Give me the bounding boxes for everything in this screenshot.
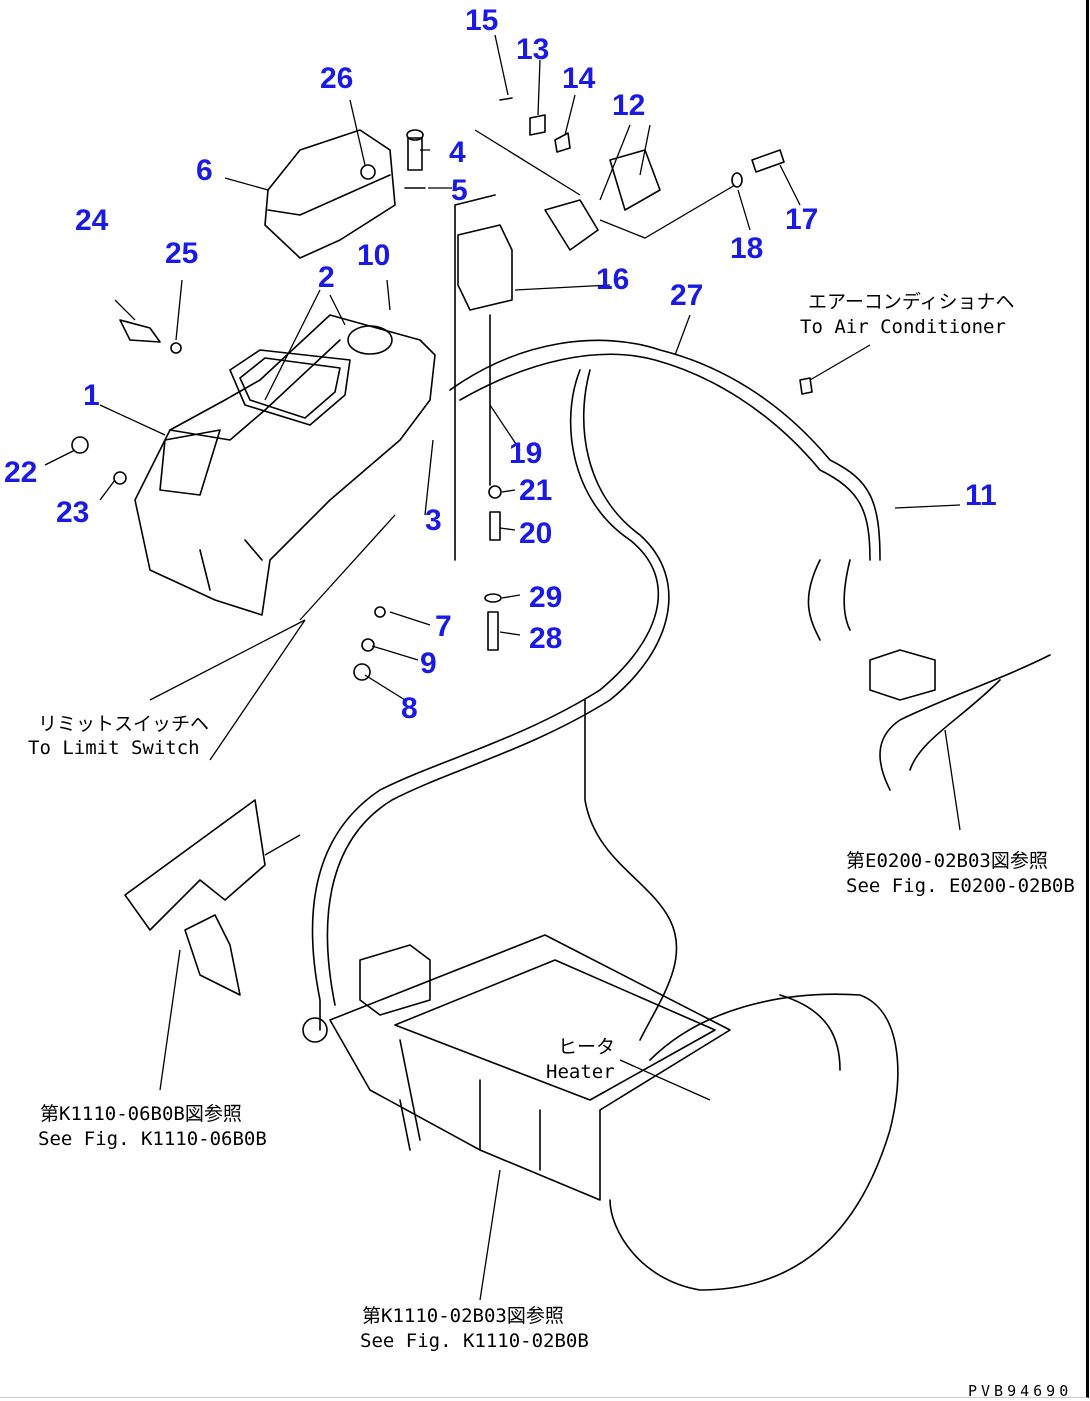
- note-limit-switch-en: To Limit Switch: [28, 737, 200, 759]
- callout-21: 21: [519, 474, 552, 507]
- callout-10: 10: [357, 239, 390, 272]
- limit-switch-bracket: [124, 799, 301, 996]
- callout-7: 7: [435, 610, 452, 643]
- wire-harness: [311, 339, 1051, 1041]
- callout-16: 16: [596, 263, 629, 296]
- callout-24: 24: [75, 204, 109, 237]
- note-heater-jp: ヒータ: [558, 1036, 615, 1058]
- callout-2: 2: [318, 261, 335, 294]
- callout-1: 1: [83, 379, 100, 412]
- callout-6: 6: [196, 154, 213, 187]
- callout-22: 22: [4, 456, 37, 489]
- note-fig-k1110-02-en: See Fig. K1110-02B0B: [360, 1330, 589, 1352]
- callout-3: 3: [425, 504, 442, 537]
- callout-13: 13: [516, 33, 549, 66]
- note-air-conditioner-en: To Air Conditioner: [800, 316, 1006, 338]
- callout-18: 18: [730, 232, 763, 265]
- leader-lines: [44, 34, 961, 1301]
- reference-notes: エアーコンディショナヘ To Air Conditioner リミットスイッチヘ…: [28, 291, 1075, 1400]
- callout-12: 12: [612, 89, 645, 122]
- callout-27: 27: [670, 279, 703, 312]
- note-heater-en: Heater: [546, 1061, 615, 1083]
- callout-8: 8: [401, 692, 418, 725]
- callout-labels: 1 2 3 4 5 6 7 8 9 10 11 12 13 14 15 16 1…: [4, 4, 997, 725]
- note-fig-e0200-jp: 第E0200-02B03図参照: [846, 850, 1048, 872]
- callout-5: 5: [451, 174, 468, 207]
- clips: [474, 97, 785, 251]
- bracket: [71, 129, 513, 681]
- drawing-code: PVB94690: [968, 1382, 1072, 1400]
- note-fig-k1110-06-jp: 第K1110-06B0B図参照: [40, 1103, 242, 1125]
- callout-9: 9: [420, 647, 437, 680]
- callout-26: 26: [320, 62, 353, 95]
- note-fig-k1110-06-en: See Fig. K1110-06B0B: [38, 1128, 267, 1150]
- callout-14: 14: [562, 62, 596, 95]
- callout-4: 4: [449, 136, 466, 169]
- cover: [264, 129, 396, 259]
- callout-11: 11: [965, 479, 997, 512]
- note-fig-e0200-en: See Fig. E0200-02B0B: [846, 875, 1075, 897]
- note-limit-switch-jp: リミットスイッチヘ: [38, 713, 209, 735]
- callout-19: 19: [509, 437, 542, 470]
- note-air-conditioner-jp: エアーコンディショナヘ: [808, 291, 1015, 313]
- callout-17: 17: [785, 203, 818, 236]
- heater-unit: [302, 934, 899, 1291]
- console-box: [134, 314, 436, 616]
- callout-29: 29: [529, 581, 562, 614]
- callout-15: 15: [465, 4, 498, 37]
- note-fig-k1110-02-jp: 第K1110-02B03図参照: [362, 1305, 564, 1327]
- callout-23: 23: [56, 496, 89, 529]
- callout-25: 25: [165, 237, 198, 270]
- callout-28: 28: [529, 622, 562, 655]
- callout-20: 20: [519, 517, 552, 550]
